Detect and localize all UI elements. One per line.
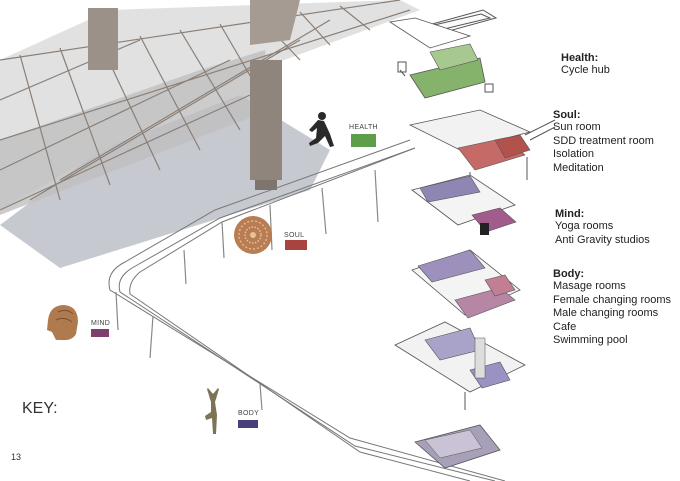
list-item: Swimming pool [553, 334, 628, 346]
walkway [108, 139, 506, 481]
head-icon [47, 305, 78, 341]
walkway-columns [115, 169, 379, 411]
list-item: Meditation [553, 161, 604, 174]
legend-label-soul: SOUL [284, 232, 305, 239]
list-item: Anti Gravity studios [555, 233, 650, 246]
list-item: Isolation [553, 148, 594, 160]
section-heading-mind: Mind: [555, 208, 585, 220]
list-item: SDD treatment room [553, 134, 654, 147]
section-health: Health: Cycle hub [561, 52, 610, 78]
legend-swatch-body [238, 420, 258, 428]
legend-label-body: BODY [238, 410, 260, 417]
section-body: Body: Masage rooms Female changing rooms… [553, 268, 671, 348]
section-heading-body: Body: [553, 268, 585, 280]
bridge-shadow [0, 95, 330, 268]
list-item: Cycle hub [561, 64, 610, 76]
yoga-pose-icon [205, 388, 219, 434]
floor-soul [408, 109, 556, 190]
floor-base [394, 321, 526, 410]
floor-mind [411, 174, 517, 235]
list-item: Sun room [553, 121, 601, 133]
section-soul: Soul: Sun room SDD treatment room Isolat… [553, 109, 654, 175]
floor-pool [414, 424, 501, 469]
bridge-truss [0, 0, 420, 215]
section-mind: Mind: Yoga rooms Anti Gravity studios [555, 208, 650, 247]
legend-swatch-health [351, 134, 376, 147]
legend-label-health: HEALTH [349, 124, 378, 131]
mandala-icon [234, 216, 272, 254]
page-number: 13 [11, 452, 22, 462]
runner-icon [309, 112, 334, 147]
key-label: KEY: [22, 400, 58, 417]
legend-swatch-soul [285, 240, 307, 250]
floor-health [388, 17, 494, 99]
floor-body [411, 249, 521, 319]
legend-label-mind: MIND [91, 320, 111, 327]
list-item: Male changing rooms [553, 307, 659, 319]
section-heading-health: Health: [561, 52, 599, 64]
list-item: Female changing rooms [553, 293, 672, 306]
list-item: Cafe [553, 320, 577, 333]
list-item: Yoga rooms [555, 220, 614, 232]
section-heading-soul: Soul: [553, 109, 581, 121]
list-item: Masage rooms [553, 280, 626, 292]
legend-swatch-mind [91, 329, 109, 337]
